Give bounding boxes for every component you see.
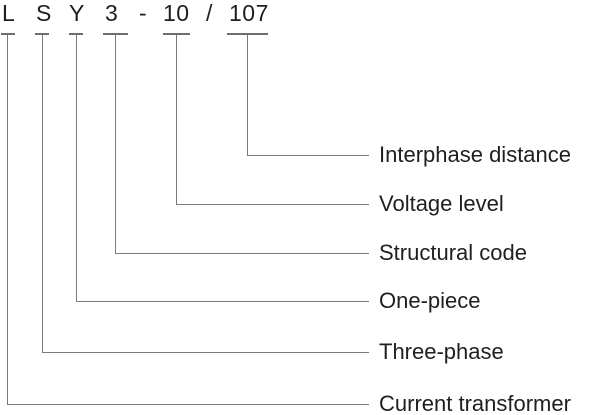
- connector-interphase-distance: [246, 35, 369, 156]
- connector-three-phase: [41, 35, 369, 353]
- connector-current-transformer: [7, 35, 369, 405]
- label-current-transformer: Current transformer: [379, 391, 571, 415]
- code-part-y: Y: [69, 0, 85, 26]
- code-part-l: L: [2, 0, 16, 26]
- tick-s: [35, 33, 49, 35]
- connector-structural-code: [114, 35, 369, 254]
- code-part-slash: /: [206, 0, 213, 26]
- tick-y: [69, 33, 83, 35]
- code-part-hyphen: -: [139, 0, 148, 26]
- label-interphase-distance: Interphase distance: [379, 142, 572, 167]
- label-structural-code: Structural code: [379, 240, 527, 265]
- code-part-3: 3: [105, 0, 119, 26]
- tick-107: [227, 33, 268, 35]
- code-part-10: 10: [163, 0, 190, 26]
- connector-one-piece: [75, 35, 369, 302]
- code-part-107: 107: [229, 0, 269, 26]
- code-part-s: S: [36, 0, 52, 26]
- connector-voltage-level: [175, 35, 369, 205]
- label-three-phase: Three-phase: [379, 339, 504, 364]
- tick-3: [103, 33, 128, 35]
- label-voltage-level: Voltage level: [379, 191, 504, 216]
- tick-10: [163, 33, 190, 35]
- label-one-piece: One-piece: [379, 288, 481, 313]
- tick-l: [1, 33, 15, 35]
